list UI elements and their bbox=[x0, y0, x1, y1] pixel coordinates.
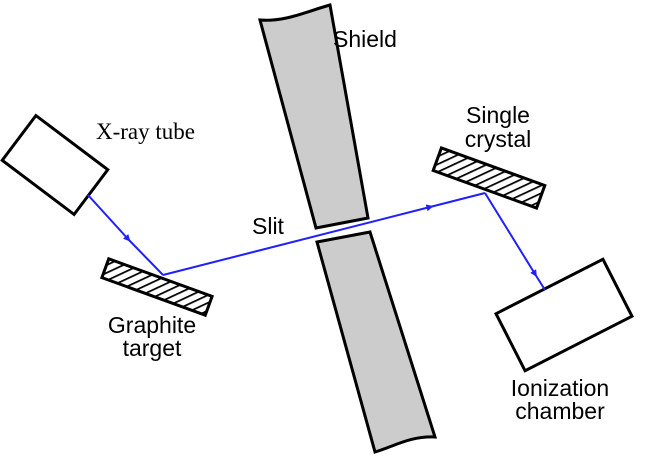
shield-upper bbox=[257, 3, 370, 230]
xray-tube-label: X-ray tube bbox=[96, 119, 195, 144]
shield-label: Shield bbox=[333, 26, 397, 52]
beam-target-to-crystal-1 bbox=[162, 204, 434, 276]
single-crystal bbox=[431, 145, 547, 211]
single-crystal-label-line2: crystal bbox=[465, 126, 531, 152]
xray-tube bbox=[0, 113, 110, 217]
slit-label: Slit bbox=[252, 213, 285, 239]
ionization-chamber-label-line2: chamber bbox=[515, 398, 605, 424]
graphite-target bbox=[99, 256, 215, 318]
beam-tube-to-target-2 bbox=[127, 238, 164, 276]
beam-crystal-to-chamber-1 bbox=[484, 192, 537, 277]
xray-beam-path bbox=[87, 192, 546, 291]
graphite-target-label-line2: target bbox=[123, 335, 182, 361]
shield-lower bbox=[315, 230, 438, 454]
ionization-chamber-label-line1: Ionization bbox=[511, 375, 609, 401]
beam-tube-to-target-1 bbox=[87, 194, 131, 242]
graphite-target-label-line1: Graphite bbox=[108, 312, 196, 338]
beam-target-to-crystal-2 bbox=[429, 192, 486, 208]
beam-crystal-to-chamber-2 bbox=[534, 273, 546, 291]
single-crystal-label-line1: Single bbox=[466, 102, 530, 128]
ionization-chamber bbox=[493, 257, 635, 373]
